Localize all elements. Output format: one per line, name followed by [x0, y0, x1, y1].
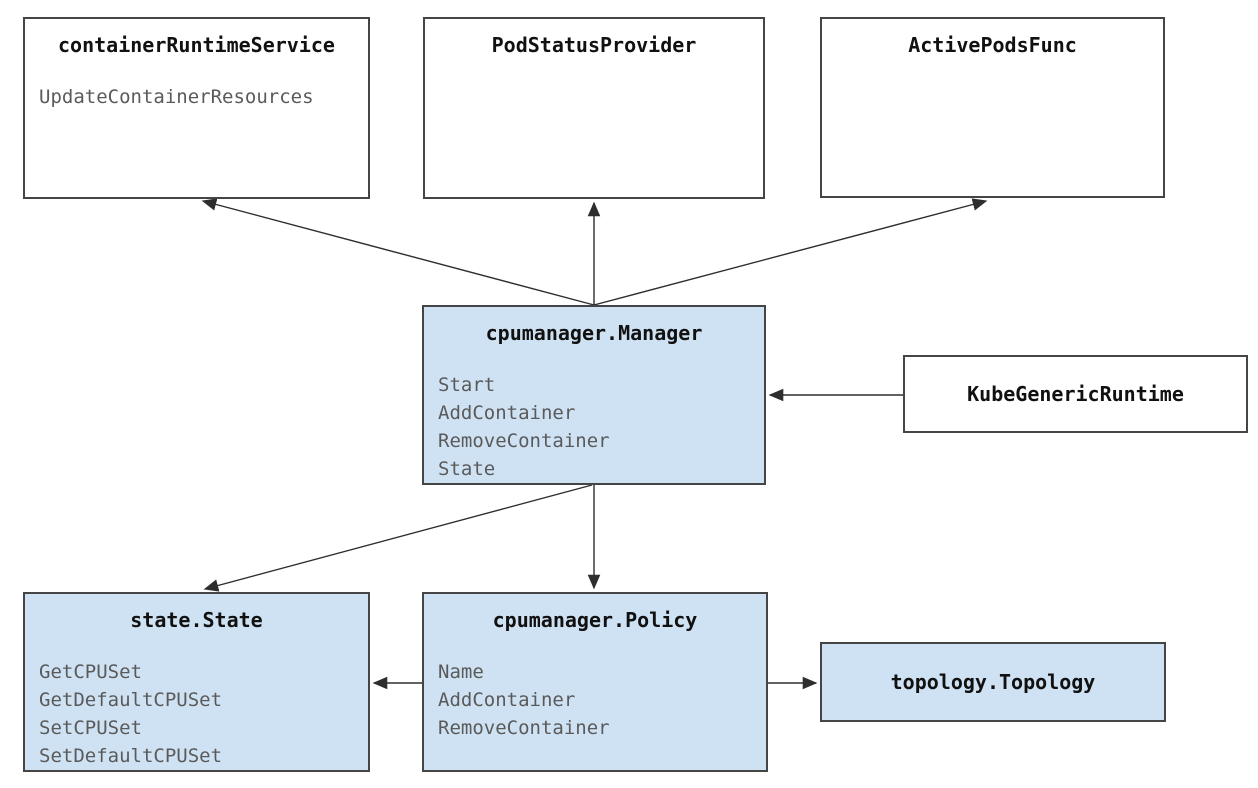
- node-cpumanager-manager: cpumanager.Manager Start AddContainer Re…: [422, 305, 766, 485]
- node-state-state: state.State GetCPUSet GetDefaultCPUSet S…: [23, 592, 370, 772]
- method-update-container-resources: UpdateContainerResources: [39, 86, 314, 108]
- node-container-runtime-service: containerRuntimeService UpdateContainerR…: [23, 17, 370, 199]
- node-cpumanager-policy-title: cpumanager.Policy: [492, 608, 698, 632]
- method-get-cpuset: GetCPUSet: [39, 661, 142, 683]
- node-cpumanager-manager-title: cpumanager.Manager: [485, 321, 703, 345]
- node-cpumanager-policy: cpumanager.Policy Name AddContainer Remo…: [422, 592, 768, 772]
- arrow-manager-to-active-pods-func: [593, 198, 988, 306]
- method-start: Start: [438, 374, 496, 396]
- method-state: State: [438, 458, 496, 480]
- node-pod-status-provider: PodStatusProvider: [423, 17, 765, 199]
- node-container-runtime-service-title: containerRuntimeService: [58, 33, 335, 57]
- node-active-pods-func: ActivePodsFunc: [820, 17, 1165, 198]
- method-get-default-cpuset: GetDefaultCPUSet: [39, 689, 223, 711]
- node-cpumanager-manager-methods: Start AddContainer RemoveContainer State: [424, 371, 764, 483]
- method-remove-container: RemoveContainer: [438, 717, 610, 739]
- node-state-state-methods: GetCPUSet GetDefaultCPUSet SetCPUSet Set…: [25, 658, 368, 770]
- method-set-cpuset: SetCPUSet: [39, 717, 142, 739]
- arrow-manager-to-state-state: [203, 484, 593, 592]
- method-add-container: AddContainer: [438, 402, 576, 424]
- node-container-runtime-service-methods: UpdateContainerResources: [25, 83, 368, 111]
- method-remove-container: RemoveContainer: [438, 430, 610, 452]
- node-state-state-title: state.State: [130, 608, 263, 632]
- node-kube-generic-runtime-title: KubeGenericRuntime: [967, 382, 1184, 406]
- node-pod-status-provider-title: PodStatusProvider: [491, 33, 697, 57]
- method-name: Name: [438, 661, 484, 683]
- method-add-container: AddContainer: [438, 689, 576, 711]
- method-set-default-cpuset: SetDefaultCPUSet: [39, 745, 223, 767]
- node-cpumanager-policy-methods: Name AddContainer RemoveContainer: [424, 658, 766, 742]
- node-topology-topology: topology.Topology: [820, 642, 1166, 722]
- node-kube-generic-runtime: KubeGenericRuntime: [903, 355, 1248, 433]
- arrow-manager-to-container-runtime-service: [201, 198, 595, 306]
- node-topology-topology-title: topology.Topology: [890, 670, 1096, 694]
- node-active-pods-func-title: ActivePodsFunc: [908, 33, 1077, 57]
